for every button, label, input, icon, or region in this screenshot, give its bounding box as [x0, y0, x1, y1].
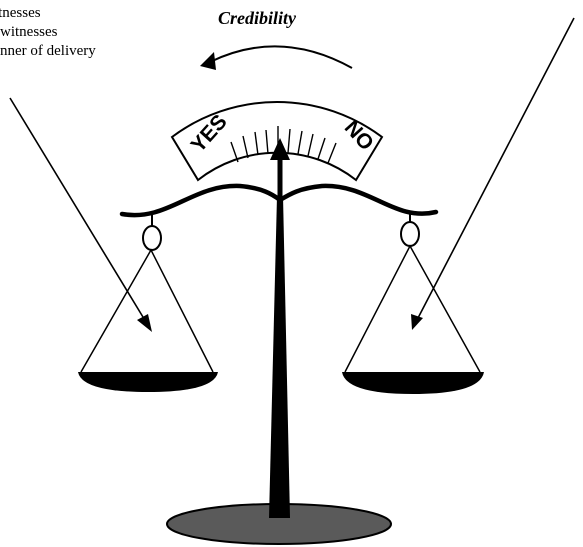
left-pan-chains	[81, 250, 213, 372]
right-pointer-arrow-head	[411, 314, 423, 330]
note-line: r of the witnesses	[0, 4, 41, 22]
left-pan	[78, 372, 218, 392]
right-pointer-arrow	[418, 18, 574, 318]
right-pan-chains	[345, 246, 480, 372]
right-pan	[342, 372, 484, 394]
right-hanger-ring	[401, 222, 419, 246]
note-line: nner of delivery	[0, 42, 96, 60]
note-line: witnesses	[0, 23, 58, 41]
diagram-title: Credibility	[218, 8, 296, 29]
curved-arrow	[210, 46, 352, 68]
curved-arrow-head	[200, 52, 216, 70]
left-pointer-arrow	[10, 98, 146, 322]
left-hanger-ring	[143, 226, 161, 250]
scale-stand	[269, 196, 290, 518]
left-notes: r of the witnesses witnesses nner of del…	[0, 4, 190, 74]
left-pointer-arrow-head	[137, 314, 152, 332]
